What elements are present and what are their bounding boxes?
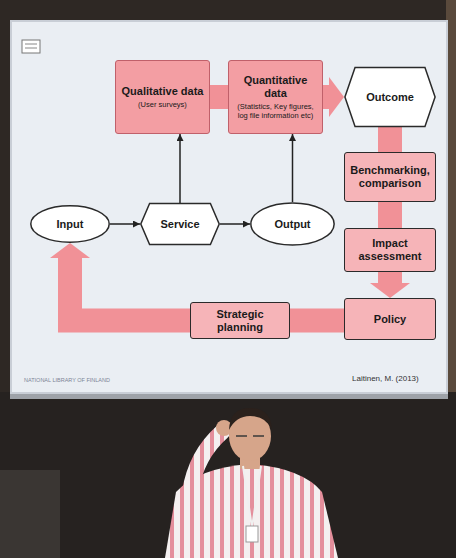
node-title: Policy (374, 313, 406, 326)
flow-arrow (180, 134, 181, 203)
node-note: (Statistics, Key figures, log file infor… (233, 102, 318, 120)
citation: Laitinen, M. (2013) (352, 374, 419, 383)
flow-arrow (220, 224, 250, 225)
node-title: Output (274, 218, 310, 231)
flow-band (290, 320, 344, 321)
output-ellipse: Output (250, 202, 335, 246)
flow-band (370, 272, 410, 298)
flow-band (50, 243, 190, 321)
data-box: Qualitative data (User surveys) (115, 60, 210, 134)
flow-band (390, 202, 391, 228)
process-box: Benchmarking, comparison (344, 152, 436, 202)
connector-line (292, 134, 294, 202)
band-body (70, 258, 190, 321)
band-body (378, 202, 402, 228)
logo (22, 40, 40, 53)
flow-arrow (292, 134, 293, 202)
node-title: Benchmarking, comparison (349, 164, 431, 190)
node-title: Input (57, 218, 84, 231)
slide (12, 22, 446, 392)
process-box: Impact assessment (344, 228, 436, 272)
band-body (323, 85, 329, 109)
band-body (290, 309, 344, 333)
node-title: Service (160, 218, 199, 231)
flow-band (390, 127, 391, 152)
desk (0, 470, 60, 558)
band-body (210, 85, 228, 109)
band-body (378, 127, 402, 152)
node-title: Impact assessment (349, 237, 431, 263)
service-hexagon: Service (140, 203, 220, 245)
organisation-name: NATIONAL LIBRARY OF FINLAND (24, 377, 110, 383)
connector-line (179, 134, 181, 203)
node-title: Strategic planning (195, 308, 285, 334)
screen-edge (10, 394, 448, 399)
node-note: (User surveys) (138, 100, 187, 109)
node-title: Quantitative data (233, 74, 318, 100)
band-head (370, 283, 410, 298)
connector-line (220, 223, 250, 225)
data-box: Quantitative data (Statistics, Key figure… (228, 60, 323, 134)
blackboard (0, 392, 456, 558)
flow-band (210, 97, 228, 98)
flow-arrow (110, 224, 140, 225)
process-box: Strategic planning (190, 302, 290, 339)
connector-line (110, 223, 140, 225)
process-box: Policy (344, 298, 436, 340)
input-ellipse: Input (30, 205, 110, 243)
band-body (378, 272, 402, 283)
node-title: Outcome (366, 91, 414, 104)
band-head (50, 243, 90, 258)
band-head (329, 77, 344, 117)
outcome-hexagon: Outcome (344, 67, 436, 127)
flow-band (323, 77, 344, 117)
presenter (165, 408, 338, 558)
node-title: Qualitative data (122, 85, 204, 98)
screen-frame (10, 20, 448, 394)
